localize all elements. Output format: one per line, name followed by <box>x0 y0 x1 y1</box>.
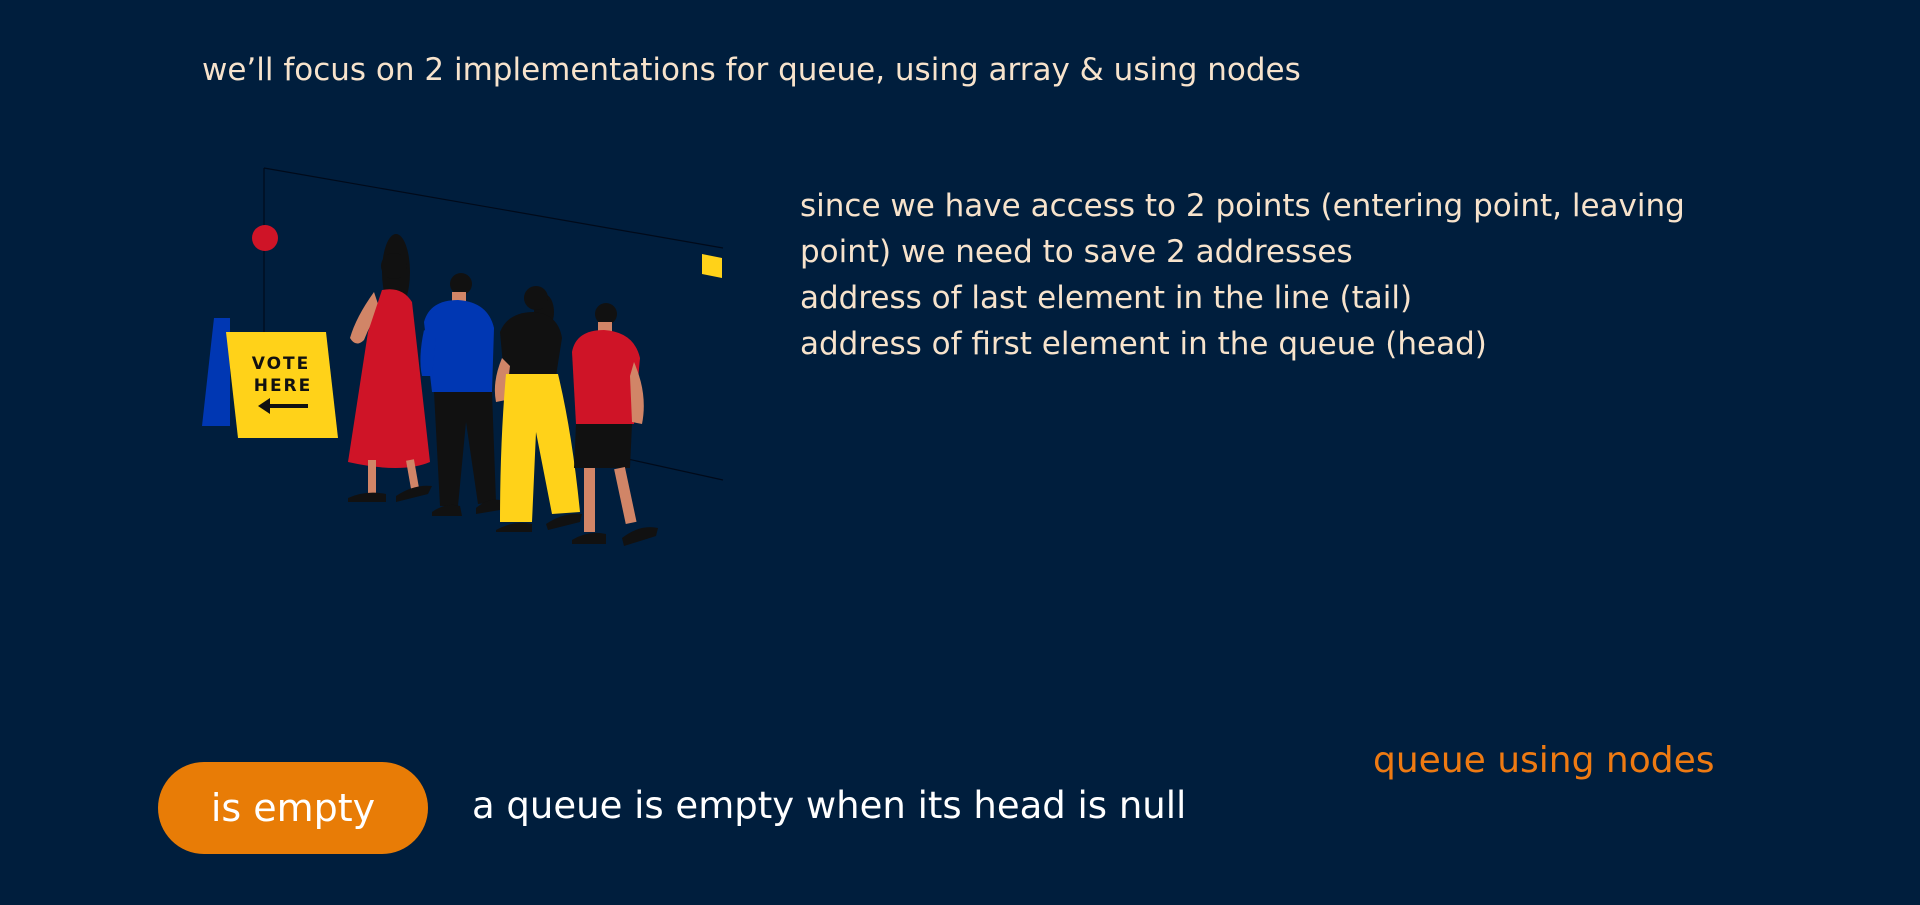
queue-illustration: VOTE HERE <box>202 167 724 546</box>
explanation-line: address of first element in the queue (h… <box>800 326 1487 362</box>
person-blue-top <box>420 273 500 516</box>
sign-back <box>202 318 230 426</box>
sign-text-line2: HERE <box>254 376 313 396</box>
operation-label: is empty <box>210 786 376 830</box>
person-red-dress <box>348 234 432 502</box>
sign-board <box>226 332 338 438</box>
yellow-tag <box>702 254 722 278</box>
person-red-top <box>572 303 658 546</box>
arrow-left-icon <box>258 398 308 414</box>
explanation-text: since we have access to 2 points (enteri… <box>800 183 1800 367</box>
operation-description: a queue is empty when its head is null <box>472 784 1187 827</box>
section-label: queue using nodes <box>1373 740 1715 781</box>
explanation-line: since we have access to 2 points (enteri… <box>800 188 1685 224</box>
explanation-line: address of last element in the line (tai… <box>800 280 1413 316</box>
person-yellow-pants <box>494 286 582 532</box>
explanation-line: point) we need to save 2 addresses <box>800 234 1353 270</box>
operation-pill: is empty <box>158 762 428 854</box>
red-dot <box>252 225 278 251</box>
perspective-line-top <box>263 167 724 249</box>
intro-text: we’ll focus on 2 implementations for que… <box>202 52 1301 88</box>
sign-text-line1: VOTE <box>252 354 311 374</box>
